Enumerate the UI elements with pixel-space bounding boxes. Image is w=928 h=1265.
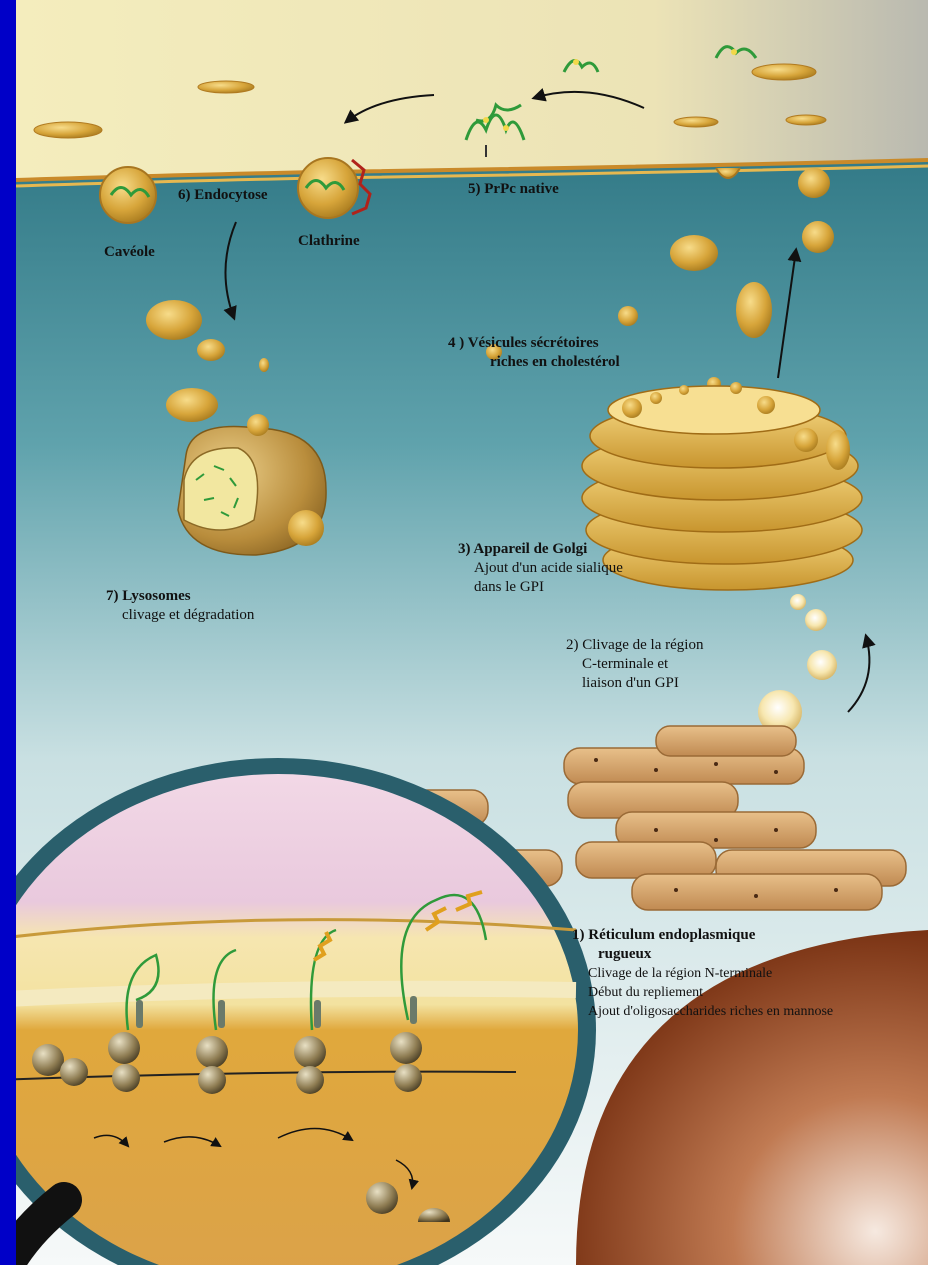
diagram-frame: 6) Endocytose Cavéole Clathrine 5) PrPc … <box>16 0 928 1265</box>
caveole-pit <box>100 167 156 223</box>
label-lysosomes: 7) Lysosomes clivage et dégradation <box>106 587 254 625</box>
label-clivage: 2) Clivage de la région C-terminale et l… <box>566 636 703 693</box>
plasma-membrane <box>16 0 928 180</box>
label-reticulum: 1) Réticulum endoplasmique rugueux Cliva… <box>572 926 833 1021</box>
label-vesicules: 4 ) Vésicules sécrétoires riches en chol… <box>448 334 620 372</box>
label-clathrine: Clathrine <box>298 232 360 251</box>
label-endocytose: 6) Endocytose <box>178 186 268 205</box>
golgi-apparatus <box>582 386 862 590</box>
label-golgi: 3) Appareil de Golgi Ajout d'un acide si… <box>458 540 623 597</box>
label-prpc-native: 5) PrPc native <box>468 180 559 199</box>
label-caveole: Cavéole <box>104 243 155 262</box>
